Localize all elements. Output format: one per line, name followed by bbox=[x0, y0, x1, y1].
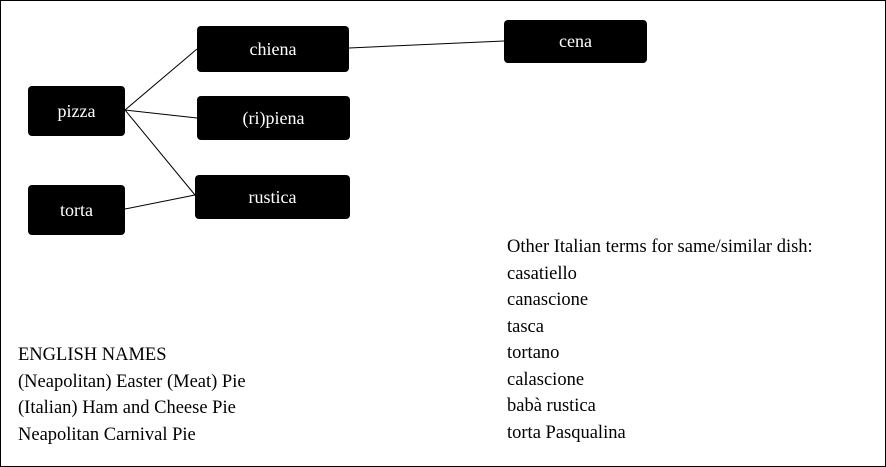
other-term-item: torta Pasqualina bbox=[507, 422, 626, 443]
english-names-heading: ENGLISH NAMES bbox=[18, 345, 167, 365]
node-pizza: pizza bbox=[28, 86, 125, 136]
english-name-item: (Neapolitan) Easter (Meat) Pie bbox=[18, 371, 246, 392]
other-term-item: canascione bbox=[507, 290, 589, 310]
english-name-item: (Italian) Ham and Cheese Pie bbox=[18, 398, 236, 418]
other-term-item: babà rustica bbox=[507, 396, 596, 416]
edge-pizza-rustica bbox=[124, 109, 196, 196]
english-name-item: Neapolitan Carnival Pie bbox=[18, 424, 196, 445]
other-terms-heading: Other Italian terms for same/similar dis… bbox=[507, 237, 813, 257]
other-term-item: tortano bbox=[507, 343, 560, 363]
node-torta: torta bbox=[28, 185, 125, 235]
node-cena: cena bbox=[504, 20, 647, 63]
other-term-item: casatiello bbox=[507, 263, 577, 284]
edge-pizza-ripiena bbox=[124, 109, 198, 119]
other-term-item: calascione bbox=[507, 369, 585, 390]
english-names-list: ENGLISH NAMES (Neapolitan) Easter (Meat)… bbox=[18, 342, 246, 448]
edge-torta-rustica bbox=[124, 194, 196, 210]
edge-pizza-chiena bbox=[124, 48, 198, 111]
other-terms-list: Other Italian terms for same/similar dis… bbox=[507, 234, 813, 446]
node-chiena: chiena bbox=[197, 26, 349, 72]
other-term-item: tasca bbox=[507, 316, 544, 337]
node-ripiena: (ri)piena bbox=[197, 96, 350, 140]
node-rustica: rustica bbox=[195, 175, 350, 219]
edge-chiena-cena bbox=[348, 40, 505, 49]
